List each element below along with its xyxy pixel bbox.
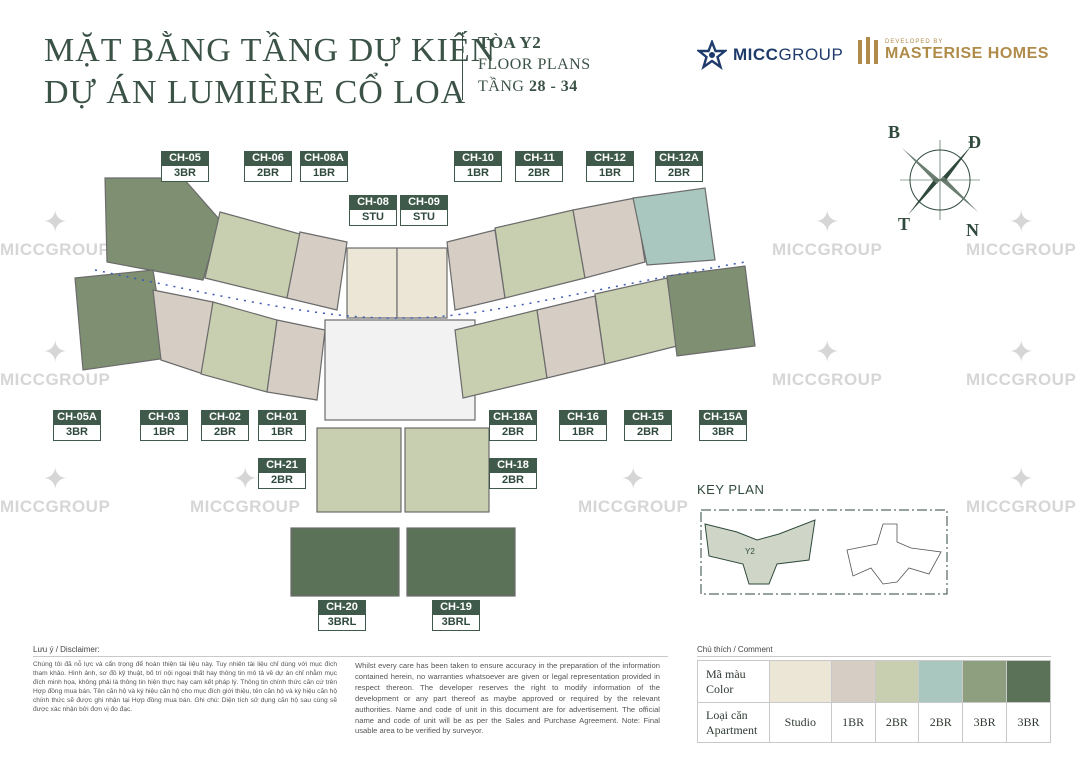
unit-ch-18	[404, 427, 490, 513]
unit-ch-05	[104, 177, 221, 281]
key-plan-tower-outline	[846, 523, 942, 585]
legend-swatch	[874, 660, 920, 703]
disclaimer-english: Whilst every care has been taken to ensu…	[355, 661, 660, 736]
unit-ch-15a	[666, 265, 756, 357]
unit-ch-01	[266, 319, 326, 401]
micc-star-icon	[697, 40, 727, 70]
unit-ch-19	[406, 527, 516, 597]
unit-ch-02	[200, 301, 278, 393]
watermark: ✦MICCGROUP	[966, 463, 1077, 516]
legend-type-label: 2BR	[918, 702, 964, 743]
legend-type-label: 1BR	[830, 702, 876, 743]
unit-ch-21	[316, 427, 402, 513]
compass-north: B	[888, 122, 901, 142]
watermark: ✦MICCGROUP	[966, 336, 1077, 389]
building-core	[324, 319, 476, 421]
legend-divider	[697, 656, 1051, 657]
watermark: ✦MICCGROUP	[772, 336, 883, 389]
watermark: ✦MICCGROUP	[190, 463, 301, 516]
floor-plans-label: FLOOR PLANS	[478, 56, 591, 73]
floor-plan-drawing	[74, 177, 756, 597]
watermark: ✦MICCGROUP	[0, 206, 111, 259]
micc-group-logo: MICCGROUP	[697, 40, 843, 70]
masterise-homes-logo: DEVELOPED BY MASTERISE HOMES	[857, 36, 1049, 66]
disclaimer-title: Lưu ý / Disclaimer:	[33, 645, 100, 654]
unit-ch-08	[346, 247, 398, 319]
compass-south: N	[966, 220, 979, 240]
title-line-2: DỰ ÁN LUMIÈRE CỔ LOA	[44, 74, 467, 111]
unit-ch-12	[572, 197, 646, 279]
key-plan-tower-label: Y2	[745, 547, 755, 556]
unit-ch-05a	[74, 269, 168, 371]
legend-type-label: 3BR	[962, 702, 1008, 743]
unit-ch-16	[536, 295, 606, 379]
watermark: ✦MICCGROUP	[0, 463, 111, 516]
title-divider	[462, 32, 463, 100]
unit-ch-06	[204, 211, 301, 299]
key-plan-tower-y2	[704, 519, 816, 585]
unit-ch-11	[494, 209, 586, 299]
legend-title: Chú thích / Comment	[697, 645, 773, 654]
unit-ch-09	[396, 247, 448, 319]
key-plan-diagram: Y2	[700, 509, 948, 595]
compass-east: Đ	[968, 132, 981, 152]
disclaimer-divider	[33, 656, 668, 657]
legend-type-label: 3BR	[1006, 702, 1051, 743]
legend-swatch	[769, 660, 832, 703]
unit-ch-20	[290, 527, 400, 597]
watermark: ✦MICCGROUP	[0, 336, 111, 389]
compass-west: T	[898, 214, 911, 234]
legend-swatch	[962, 660, 1008, 703]
unit-ch-12a	[632, 187, 716, 266]
unit-ch-15	[594, 277, 678, 365]
legend-swatch	[918, 660, 964, 703]
floors-label: TẦNG 28 - 34	[478, 78, 578, 95]
tower-name: TÒA Y2	[478, 33, 542, 52]
watermark: ✦MICCGROUP	[772, 206, 883, 259]
title-line-1: MẶT BẰNG TẦNG DỰ KIẾN	[44, 32, 497, 69]
watermark: ✦MICCGROUP	[578, 463, 689, 516]
disclaimer-vietnamese: Chúng tôi đã nỗ lực và cẩn trọng để hoàn…	[33, 661, 337, 713]
legend-type-label: Studio	[769, 702, 832, 743]
page-title: MẶT BẰNG TẦNG DỰ KIẾN DỰ ÁN LUMIÈRE CỔ L…	[44, 30, 496, 114]
unit-ch-08a	[286, 231, 348, 311]
legend-swatch	[830, 660, 876, 703]
key-plan-title: KEY PLAN	[697, 482, 765, 497]
legend-swatch	[1006, 660, 1051, 703]
compass-icon	[900, 140, 980, 220]
tower-info: TÒA Y2 FLOOR PLANS TẦNG 28 - 34	[478, 32, 591, 98]
unit-ch-10	[446, 229, 506, 311]
masterise-emblem-icon	[858, 37, 878, 64]
watermark: ✦MICCGROUP	[966, 206, 1077, 259]
compass-rose: B Đ T N	[880, 120, 1000, 240]
legend-type-label: 2BR	[874, 702, 920, 743]
